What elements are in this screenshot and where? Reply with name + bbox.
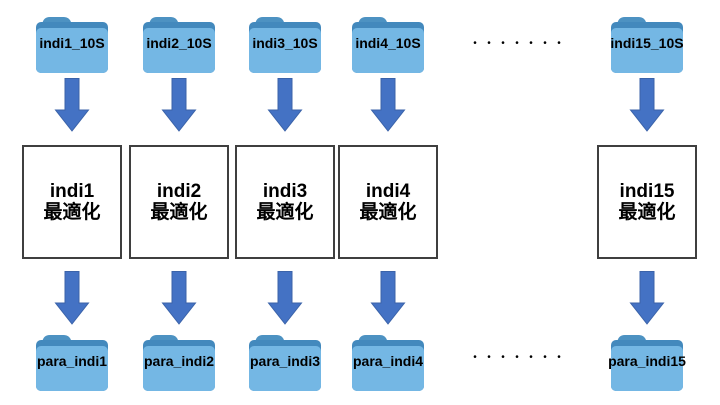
output-folder-icon: para_indi15 <box>608 333 686 391</box>
down-arrow-icon <box>54 271 90 325</box>
down-arrow-icon <box>370 271 406 325</box>
output-folder-icon: para_indi3 <box>249 333 321 391</box>
output-folder-icon: para_indi4 <box>352 333 424 391</box>
box-title: indi2 <box>156 181 202 202</box>
folder-label: para_indi15 <box>608 352 686 369</box>
input-folder-icon: indi4_10S <box>352 15 424 73</box>
ellipsis-dots-bottom: ••••••• <box>473 352 572 363</box>
down-arrow-icon <box>370 78 406 132</box>
folder-label: indi15_10S <box>610 34 684 51</box>
folder-label: indi3_10S <box>252 34 318 51</box>
folder-icon <box>352 335 424 391</box>
folder-label: indi1_10S <box>39 34 105 51</box>
down-arrow-icon <box>161 78 197 132</box>
down-arrow-icon <box>267 78 303 132</box>
optimization-box: indi2 最適化 <box>129 145 229 259</box>
box-title: indi4 <box>365 181 411 202</box>
down-arrow-icon <box>629 271 665 325</box>
box-title: indi3 <box>262 181 308 202</box>
folder-label: indi4_10S <box>355 34 421 51</box>
ellipsis-dots-top: ••••••• <box>473 38 572 49</box>
folder-icon <box>249 17 321 73</box>
folder-icon <box>352 17 424 73</box>
folder-label: indi2_10S <box>146 34 212 51</box>
workflow-column-4: indi4_10S indi4 最適化 para_indi4 <box>338 0 438 405</box>
optimization-box: indi1 最適化 <box>22 145 122 259</box>
optimization-box: indi4 最適化 <box>338 145 438 259</box>
workflow-column-2: indi2_10S indi2 最適化 para_indi2 <box>129 0 229 405</box>
folder-icon <box>36 335 108 391</box>
input-folder-icon: indi2_10S <box>143 15 215 73</box>
folder-icon <box>249 335 321 391</box>
folder-label: para_indi1 <box>36 352 108 369</box>
box-subtitle: 最適化 <box>359 202 417 223</box>
output-folder-icon: para_indi2 <box>143 333 215 391</box>
folder-label: para_indi4 <box>352 352 424 369</box>
box-subtitle: 最適化 <box>43 202 101 223</box>
input-folder-icon: indi15_10S <box>610 15 684 73</box>
input-folder-icon: indi1_10S <box>36 15 108 73</box>
input-folder-icon: indi3_10S <box>249 15 321 73</box>
folder-icon <box>36 17 108 73</box>
box-title: indi1 <box>49 181 95 202</box>
down-arrow-icon <box>267 271 303 325</box>
down-arrow-icon <box>54 78 90 132</box>
optimization-box: indi3 最適化 <box>235 145 335 259</box>
folder-icon <box>611 17 683 73</box>
down-arrow-icon <box>161 271 197 325</box>
folder-label: para_indi2 <box>143 352 215 369</box>
box-subtitle: 最適化 <box>618 202 676 223</box>
box-subtitle: 最適化 <box>256 202 314 223</box>
box-subtitle: 最適化 <box>150 202 208 223</box>
workflow-column-3: indi3_10S indi3 最適化 para_indi3 <box>235 0 335 405</box>
optimization-box: indi15 最適化 <box>597 145 697 259</box>
down-arrow-icon <box>629 78 665 132</box>
workflow-column-1: indi1_10S indi1 最適化 para_indi1 <box>22 0 122 405</box>
output-folder-icon: para_indi1 <box>36 333 108 391</box>
workflow-column-15: indi15_10S indi15 最適化 para_indi15 <box>597 0 697 405</box>
folder-icon <box>611 335 683 391</box>
folder-label: para_indi3 <box>249 352 321 369</box>
folder-icon <box>143 17 215 73</box>
folder-icon <box>143 335 215 391</box>
box-title: indi15 <box>619 181 675 202</box>
